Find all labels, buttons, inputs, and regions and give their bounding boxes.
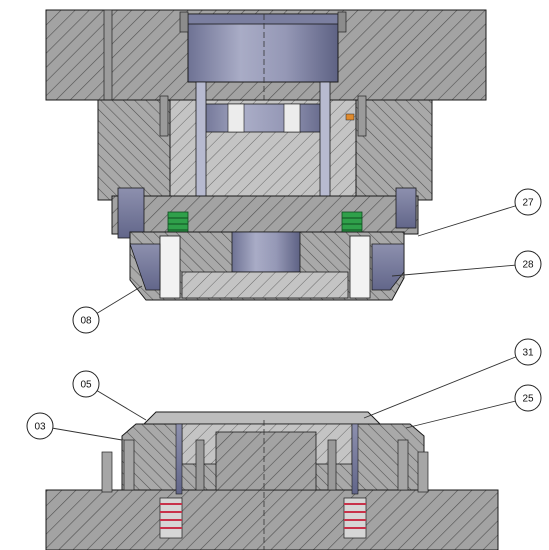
- callout-label-05: 05: [80, 380, 92, 391]
- callout-leader-25: [405, 397, 529, 429]
- callout-label-31: 31: [522, 348, 534, 359]
- lower-die-shoe: [45, 489, 499, 550]
- punch: [231, 231, 301, 273]
- callout-bubble-31: [514, 338, 542, 366]
- die-plate: [142, 411, 382, 425]
- callout-bubble-08: [72, 306, 100, 334]
- callout-leader-28: [391, 263, 529, 277]
- stripper-block: [111, 195, 419, 235]
- callout-leader-31: [363, 351, 529, 419]
- upper-shank: [187, 13, 339, 83]
- callout-label-25: 25: [522, 394, 534, 405]
- upper-die: [45, 9, 487, 301]
- callout-leader-27: [417, 201, 529, 237]
- inner-ring: [199, 103, 331, 133]
- callout-bubble-25: [514, 384, 542, 412]
- callout-bubble-27: [514, 188, 542, 216]
- callout-bubble-28: [514, 250, 542, 278]
- callout-leader-03: [39, 425, 123, 441]
- callout-label-27: 27: [522, 198, 534, 209]
- guide-pin-right: [319, 81, 331, 213]
- callout-bubble-05: [72, 370, 100, 398]
- side-block-right: [395, 187, 417, 229]
- side-block-left: [117, 187, 145, 239]
- guide-pin-left: [195, 81, 207, 213]
- lower-die: [45, 411, 499, 550]
- callout-label-08: 08: [80, 316, 92, 327]
- callout-label-28: 28: [522, 260, 534, 271]
- springs-lower: [159, 497, 367, 539]
- callout-label-03: 03: [34, 422, 46, 433]
- callout-bubble-03: [26, 412, 54, 440]
- top-bolt-left: [179, 11, 189, 33]
- callouts: 27 28 08 31 25 05 03: [26, 188, 542, 441]
- top-bolt-right: [337, 11, 347, 33]
